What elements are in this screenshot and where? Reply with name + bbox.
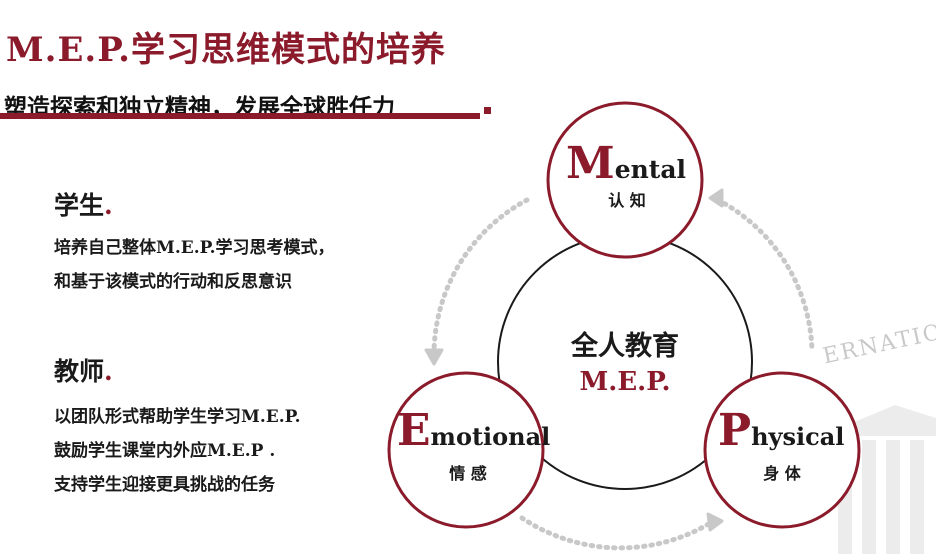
body-line: 培养自己整体M.E.P.学习思考模式， bbox=[54, 238, 335, 258]
section-body-teachers: 以团队形式帮助学生学习M.E.P. 鼓励学生课堂内外应M.E.P . 支持学生迎… bbox=[54, 400, 301, 502]
section-heading-students: 学生. bbox=[54, 191, 113, 220]
body-line: 和基于该模式的行动和反思意识 bbox=[54, 272, 292, 292]
center-title: 全人教育 bbox=[570, 330, 679, 362]
node-mental-cn: 认 知 bbox=[608, 191, 646, 210]
dotted-arc-top-right bbox=[715, 197, 815, 353]
body-line: 以团队形式帮助学生学习M.E.P. bbox=[54, 407, 301, 427]
node-physical-cn: 身 体 bbox=[763, 464, 802, 483]
arrow-head-bottom bbox=[706, 512, 724, 532]
arrow-head-left bbox=[424, 348, 444, 366]
node-emotional-label: Emotional bbox=[397, 405, 550, 456]
page-title: M.E.P.学习思维模式的培养 bbox=[6, 30, 446, 70]
subtitle-dot bbox=[484, 107, 491, 114]
dotted-arc-bottom bbox=[519, 515, 715, 551]
node-mental-circle bbox=[546, 101, 704, 259]
node-physical-label: Physical bbox=[718, 405, 844, 456]
body-line: 支持学生迎接更具挑战的任务 bbox=[54, 475, 275, 495]
center-subtitle: M.E.P. bbox=[580, 367, 671, 397]
arrow-head-top-right bbox=[708, 188, 724, 208]
subtitle-underline bbox=[0, 113, 480, 119]
node-emotional-circle bbox=[387, 371, 545, 529]
node-emotional-cn: 情 感 bbox=[449, 464, 487, 483]
node-physical-circle bbox=[703, 371, 861, 529]
section-heading-teachers: 教师. bbox=[54, 357, 113, 386]
body-line: 鼓励学生课堂内外应M.E.P . bbox=[54, 441, 276, 461]
section-body-students: 培养自己整体M.E.P.学习思考模式， 和基于该模式的行动和反思意识 bbox=[54, 231, 335, 299]
dotted-arc-top-left bbox=[431, 197, 530, 355]
watermark-building bbox=[835, 405, 936, 554]
node-mental-label: Mental bbox=[566, 138, 686, 189]
